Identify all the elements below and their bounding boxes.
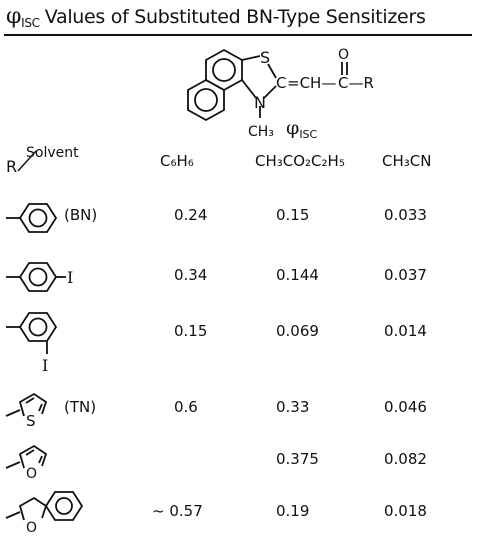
table-corner-header: Solvent R [4, 145, 84, 176]
table-cell: ~ 0.57 [152, 502, 203, 520]
corner-divider [17, 150, 37, 172]
core-structure: S N C =CH— C—R O CH₃ [176, 42, 386, 142]
oxygen-atom: O [338, 47, 349, 63]
meta-iodophenyl-icon: I [4, 307, 74, 379]
column-header-ethyl-acetate: CH₃CO₂C₂H₅ [255, 152, 345, 170]
r-label: R [6, 157, 18, 176]
table-cell: 0.19 [276, 502, 310, 520]
table-cell: 0.069 [276, 322, 319, 340]
table-cell: 0.15 [276, 206, 310, 224]
phi-heading-subscript: ISC [299, 128, 318, 141]
table-cell: 0.24 [174, 206, 208, 224]
furyl-substituent-icon: O [4, 440, 74, 484]
methyl-group: CH₃ [248, 124, 274, 140]
row-tag-bn: (BN) [64, 206, 98, 224]
carbonyl-carbon-r: C—R [338, 74, 374, 92]
oxygen-label: O [26, 466, 37, 480]
page-title: φISC Values of Substituted BN-Type Sensit… [6, 4, 476, 30]
table-cell: 0.33 [276, 398, 310, 416]
oxygen-label: O [26, 520, 37, 534]
nitrogen-atom: N [254, 93, 266, 112]
phi-symbol: φ [6, 4, 22, 29]
table-cell: 0.15 [174, 322, 208, 340]
row-tag-tn: (TN) [64, 398, 97, 416]
table-cell: 0.144 [276, 266, 319, 284]
benzofuryl-substituent-icon: O [4, 488, 104, 538]
para-iodophenyl-icon: I [4, 257, 84, 301]
table-cell: 0.046 [384, 398, 427, 416]
solvent-label: Solvent [26, 145, 79, 161]
iodo-label: I [42, 356, 48, 375]
vinyl-group: =CH— [287, 74, 336, 92]
table-cell: 0.033 [384, 206, 427, 224]
table-cell: 0.082 [384, 450, 427, 468]
table-cell: 0.014 [384, 322, 427, 340]
title-underline [4, 34, 472, 36]
column-header-acetonitrile: CH₃CN [382, 152, 432, 170]
phi-heading-symbol: φ [286, 117, 300, 139]
sulfur-label: S [26, 412, 36, 428]
phi-isc-heading: φISC [286, 117, 318, 141]
core-structure-diagram: S N C =CH— C—R O CH₃ [187, 47, 374, 140]
phenyl-substituent-icon [4, 198, 74, 242]
column-header-benzene: C₆H₆ [160, 152, 194, 170]
table-cell: 0.037 [384, 266, 427, 284]
table-cell: 0.018 [384, 502, 427, 520]
thienyl-substituent-icon: S [4, 386, 74, 432]
title-text: Values of Substituted BN-Type Sensitizer… [44, 6, 426, 28]
thiazole-carbon: C [276, 74, 286, 92]
table-cell: 0.6 [174, 398, 198, 416]
table-cell: 0.375 [276, 450, 319, 468]
phi-subscript: ISC [21, 16, 40, 30]
table-cell: 0.34 [174, 266, 208, 284]
iodo-label: I [67, 268, 73, 287]
sulfur-atom: S [260, 48, 270, 67]
